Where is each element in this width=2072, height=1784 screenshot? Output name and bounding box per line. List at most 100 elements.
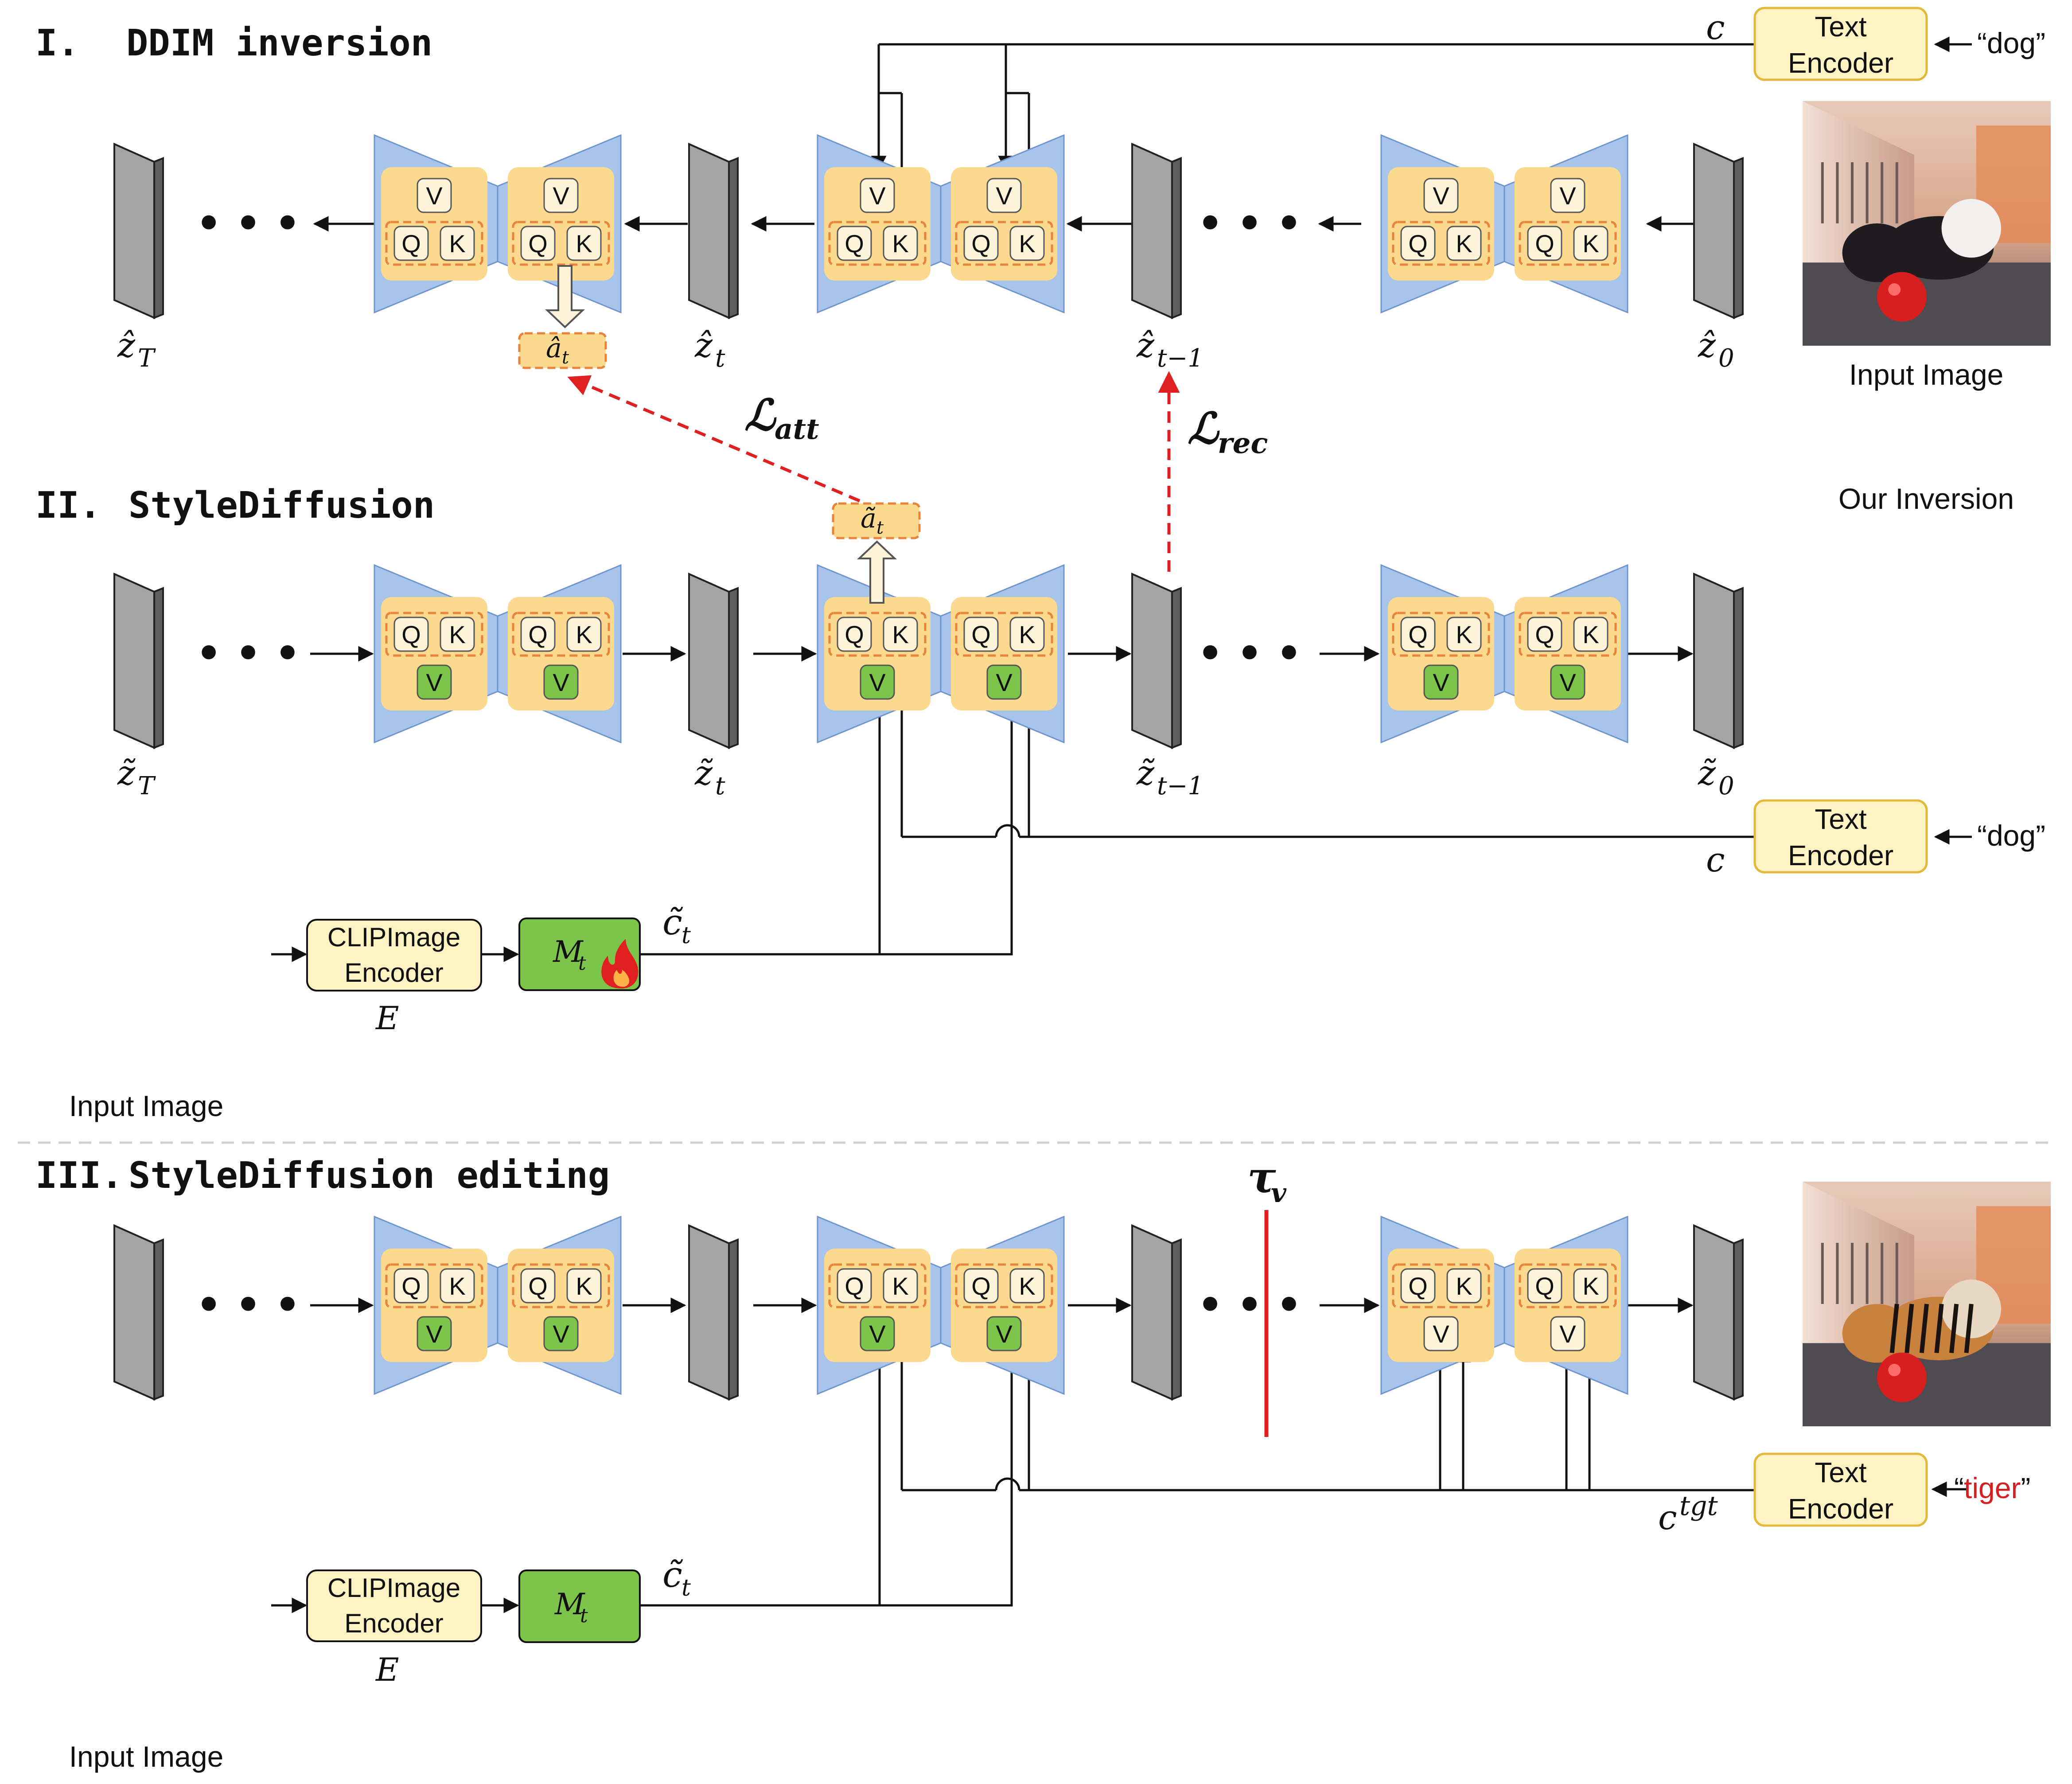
svg-text:Q: Q	[1535, 230, 1554, 258]
svg-text:0: 0	[1718, 772, 1734, 800]
qk-dashed-box	[828, 221, 927, 266]
latent-side	[1733, 157, 1744, 319]
qk-dashed-box	[385, 1263, 483, 1308]
label-input-image-1: Input Image	[1849, 358, 2004, 391]
token-k: K	[1573, 1268, 1609, 1304]
latent-row3-0	[113, 1224, 164, 1401]
loss-att: ℒ att	[567, 375, 861, 503]
latent-side	[728, 1238, 739, 1401]
svg-text:Q: Q	[401, 230, 421, 258]
line-hop	[995, 1477, 1020, 1491]
svg-text:z̃: z̃	[1136, 753, 1155, 792]
svg-text:Q: Q	[845, 230, 864, 258]
svg-text:“dog”: “dog”	[1977, 819, 2045, 852]
svg-text:Q: Q	[528, 230, 548, 258]
svg-text:K: K	[892, 1272, 908, 1300]
token-v: V	[543, 178, 579, 213]
token-k: K	[883, 1268, 918, 1304]
token-q: Q	[837, 1268, 872, 1304]
token-k: K	[566, 226, 602, 261]
svg-text:z̃: z̃	[1698, 753, 1716, 792]
svg-text:M: M	[553, 935, 584, 969]
latent-face	[1693, 1224, 1735, 1401]
attention-map-tilde: ã t	[832, 502, 921, 604]
svg-text:V: V	[996, 668, 1013, 696]
svg-text:“dog”: “dog”	[1977, 27, 2045, 59]
text-encoder-1: Text Encoder “dog” c	[1706, 7, 2045, 81]
token-v: V	[1550, 1316, 1585, 1351]
svg-text:Encoder: Encoder	[1788, 47, 1893, 79]
svg-text:V: V	[426, 1320, 443, 1348]
connector	[640, 709, 1013, 956]
svg-text:K: K	[449, 1272, 465, 1300]
latent-row1-1	[688, 142, 739, 320]
svg-text:z̃: z̃	[694, 753, 713, 792]
text-encoder-2: Text Encoder “dog” c	[1706, 799, 2045, 879]
latent-row2-3	[1693, 572, 1744, 750]
ellipsis: • • •	[1197, 1282, 1301, 1328]
token-v: V	[1550, 178, 1585, 213]
svg-text:E: E	[375, 999, 399, 1037]
token-q: Q	[520, 1268, 556, 1304]
svg-text:Q: Q	[1408, 621, 1428, 648]
svg-text:t: t	[682, 1575, 691, 1601]
svg-text:Text: Text	[1815, 803, 1867, 835]
token-q: Q	[963, 226, 999, 261]
svg-text:t: t	[715, 344, 725, 373]
token-v: V	[860, 664, 895, 700]
svg-text:Encoder: Encoder	[1788, 1493, 1893, 1525]
svg-text:K: K	[1582, 1272, 1599, 1300]
svg-text:K: K	[1456, 1272, 1472, 1300]
token-q: Q	[963, 1268, 999, 1304]
svg-text:V: V	[996, 182, 1013, 210]
latent-face	[1131, 1224, 1173, 1401]
svg-text:T: T	[138, 772, 156, 800]
latent-label-row2-zT: z̃T	[117, 753, 156, 800]
svg-text:Q: Q	[1535, 621, 1554, 648]
svg-text:c̃: c̃	[662, 1554, 683, 1595]
latent-row2-2	[1131, 572, 1182, 750]
token-k: K	[1446, 226, 1482, 261]
token-v: V	[986, 1316, 1022, 1351]
svg-text:ẑ: ẑ	[694, 325, 713, 365]
svg-text:rec: rec	[1218, 427, 1268, 460]
svg-text:Q: Q	[971, 621, 991, 648]
svg-text:CLIPImage: CLIPImage	[327, 1573, 460, 1603]
latent-side	[728, 587, 739, 749]
svg-text:K: K	[576, 621, 592, 648]
line-hop	[995, 824, 1020, 837]
qk-dashed-box	[385, 612, 483, 657]
label-input-image-3: Input Image	[69, 1740, 224, 1773]
qk-dashed-box	[955, 1263, 1053, 1308]
token-q: Q	[1527, 1268, 1562, 1304]
token-q: Q	[1400, 1268, 1436, 1304]
svg-text:V: V	[1559, 1320, 1576, 1348]
qk-dashed-box	[1392, 1263, 1490, 1308]
latent-label-row2-zt1: z̃t−1	[1136, 753, 1203, 800]
token-v: V	[417, 664, 452, 700]
token-k: K	[566, 617, 602, 652]
svg-text:Q: Q	[401, 621, 421, 648]
dog-photo	[1803, 101, 2051, 346]
dog-photo	[1803, 530, 2051, 775]
section-title-2: II. StyleDiffusion	[35, 484, 435, 527]
svg-text:K: K	[892, 230, 908, 258]
ellipsis: • • •	[1197, 630, 1301, 677]
flame-icon	[601, 939, 639, 989]
token-k: K	[440, 226, 475, 261]
svg-text:K: K	[449, 230, 465, 258]
svg-text:K: K	[576, 230, 592, 258]
svg-text:V: V	[426, 668, 443, 696]
